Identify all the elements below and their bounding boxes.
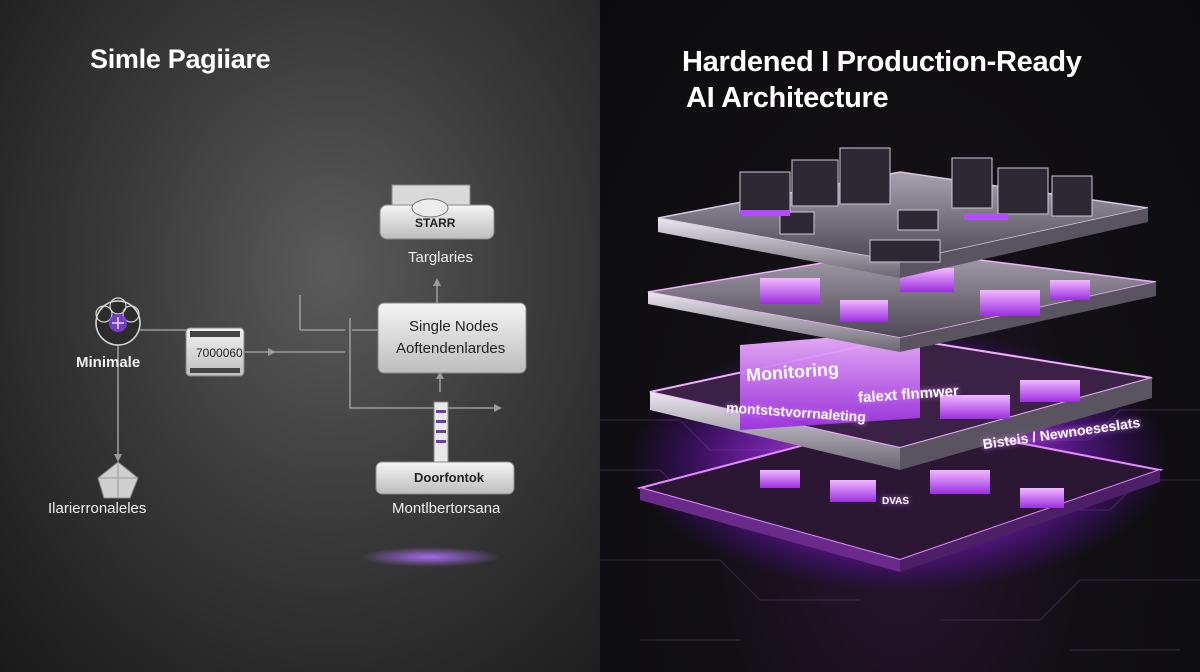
hardened-architecture-panel: Hardened I Production-Ready AI Architect… xyxy=(600,0,1200,672)
source-node-label: Minimale xyxy=(76,354,141,371)
layer-top xyxy=(657,147,1149,278)
arrowheads xyxy=(114,278,502,462)
brain-cloud-icon xyxy=(95,297,141,346)
right-panel-title: Hardened I Production-Ready AI Architect… xyxy=(682,44,1082,116)
server-rack-icon xyxy=(185,327,245,377)
center-box-line1: Single Nodes xyxy=(409,318,499,335)
bottom-box xyxy=(375,461,515,495)
server-label: 7000060 xyxy=(196,346,243,360)
layer-label-small: DVAS xyxy=(882,496,910,507)
layer-middle xyxy=(647,249,1157,352)
right-title-line1: Hardened I Production-Ready xyxy=(682,46,1082,78)
center-box-line2: Aoftendenlardes xyxy=(396,340,506,357)
top-device-box xyxy=(379,184,495,240)
layered-architecture-diagram xyxy=(600,147,1200,651)
layer-bottom xyxy=(636,418,1164,572)
floor-glow xyxy=(360,547,500,567)
bottom-node-label: Montlbertorsana xyxy=(392,500,501,517)
layer-monitoring xyxy=(649,330,1153,470)
right-title-line2: AI Architecture xyxy=(686,82,889,114)
pipeline-diagram xyxy=(95,184,527,567)
simple-pipeline-panel: Simle Pagiiare xyxy=(0,0,600,672)
bottom-left-label: Ilarierronaleles xyxy=(48,500,147,517)
top-node-label: Targlaries xyxy=(408,249,474,266)
single-nodes-box xyxy=(377,302,527,374)
top-box-label: STARR xyxy=(415,216,456,230)
left-panel-title: Simle Pagiiare xyxy=(90,44,271,74)
crystal-icon xyxy=(97,461,139,499)
tower-icon xyxy=(433,401,449,463)
connector-lines xyxy=(117,282,498,455)
bottom-box-label: Doorfontok xyxy=(414,470,485,485)
